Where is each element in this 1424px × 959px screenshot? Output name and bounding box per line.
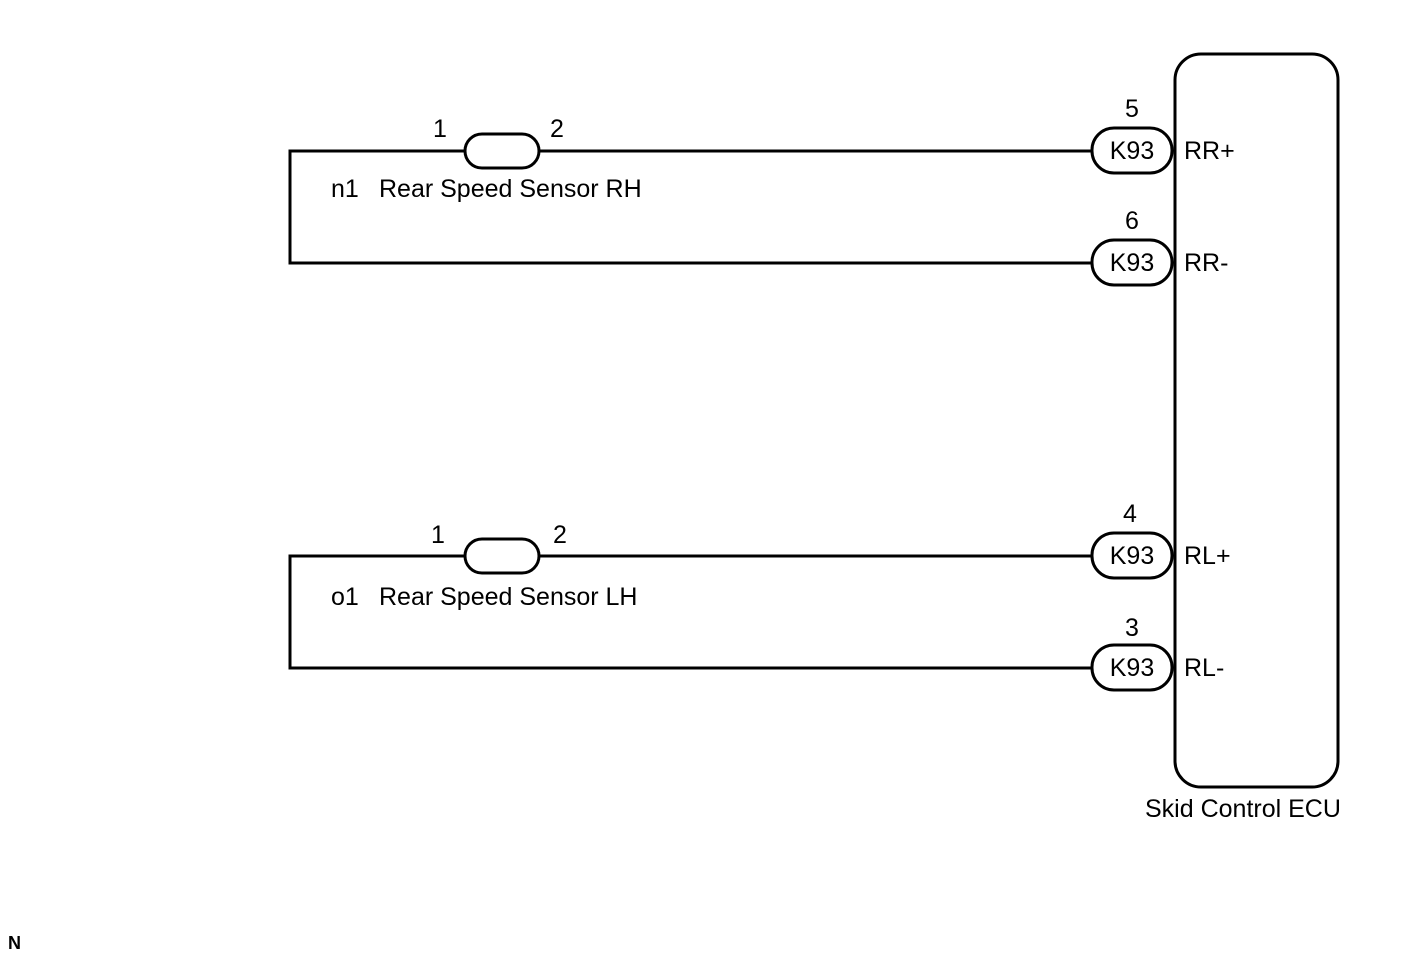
wire-rh-loop (288, 149, 1092, 265)
connector-label: K93 (1110, 249, 1154, 277)
terminal-signal: RR+ (1184, 137, 1235, 165)
sensor-lh-pin-2: 2 (553, 521, 567, 549)
ecu-block: Skid Control ECU (1145, 52, 1341, 823)
connector-label: K93 (1110, 137, 1154, 165)
terminal-pin-number: 6 (1125, 207, 1139, 235)
connector-label: K93 (1110, 542, 1154, 570)
lh-sensor-circuit: 1 2 o1 Rear Speed Sensor LH (288, 521, 1092, 670)
sensor-lh-name: Rear Speed Sensor LH (379, 583, 637, 611)
connector-k93-pin-3 (1090, 643, 1174, 692)
sensor-rh-name: Rear Speed Sensor RH (379, 175, 642, 203)
sensor-lh-code: o1 (331, 583, 359, 611)
connector-k93-pin-5 (1090, 126, 1174, 175)
wire-lh-loop (288, 554, 1092, 670)
terminal-signal: RL+ (1184, 542, 1231, 570)
ecu-name: Skid Control ECU (1145, 795, 1341, 823)
ecu-body (1173, 52, 1340, 789)
sensor-rh-pin-2: 2 (550, 115, 564, 143)
sensor-rh-pin-1: 1 (433, 115, 447, 143)
rh-sensor-circuit: 1 2 n1 Rear Speed Sensor RH (288, 115, 1092, 265)
terminal-pin-number: 3 (1125, 614, 1139, 642)
sensor-lh-body (463, 537, 541, 575)
connector-k93-pin-4 (1090, 531, 1174, 580)
ecu-terminal-rr-plus: K93 5 RR+ (1090, 95, 1235, 175)
sensor-rh-body (463, 132, 541, 170)
sensor-rh-code: n1 (331, 175, 359, 203)
terminal-pin-number: 5 (1125, 95, 1139, 123)
connector-k93-pin-6 (1090, 238, 1174, 287)
sensor-lh-pin-1: 1 (431, 521, 445, 549)
terminal-pin-number: 4 (1123, 500, 1137, 528)
ecu-terminal-rl-minus: K93 3 RL- (1090, 614, 1224, 692)
connector-label: K93 (1110, 654, 1154, 682)
terminal-signal: RR- (1184, 249, 1228, 277)
ecu-terminal-rr-minus: K93 6 RR- (1090, 207, 1228, 287)
corner-mark: N (8, 933, 21, 953)
terminal-signal: RL- (1184, 654, 1224, 682)
ecu-terminal-rl-plus: K93 4 RL+ (1090, 500, 1231, 580)
